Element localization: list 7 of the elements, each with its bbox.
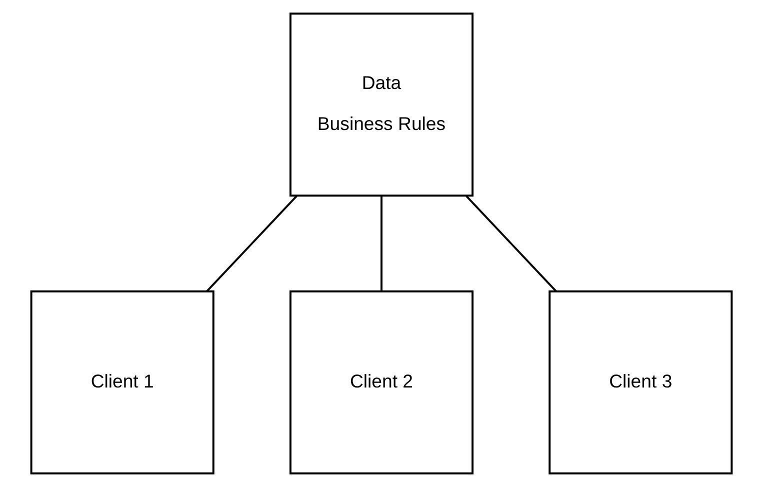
connector xyxy=(466,195,557,292)
node-box: Client 1 xyxy=(30,290,214,474)
node-box: Client 2 xyxy=(289,290,474,474)
node-box: Data Business Rules xyxy=(289,12,474,197)
connector xyxy=(380,196,382,292)
node-box: Client 3 xyxy=(548,290,733,474)
connector xyxy=(206,195,298,292)
